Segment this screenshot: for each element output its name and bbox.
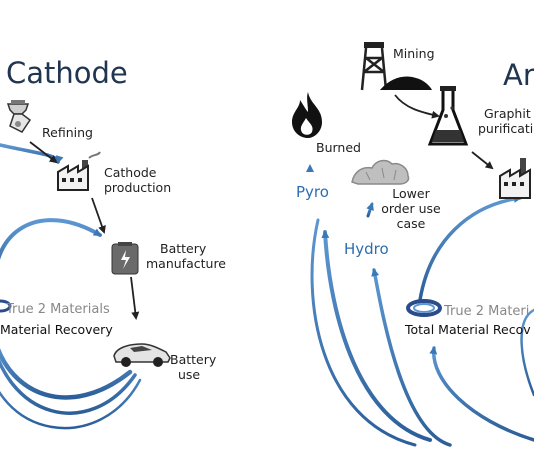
anode-title: Ar — [503, 58, 534, 92]
right-recycle-loops — [306, 164, 534, 447]
total-material-recovery-label: Total Material Recov — [405, 322, 531, 337]
car-icon — [113, 343, 171, 367]
recycle-ring-icon — [406, 299, 442, 317]
left-recycle-loops — [0, 143, 142, 430]
left-material-recovery-label: Material Recovery — [0, 322, 113, 337]
right-process-arrows — [394, 94, 494, 170]
fire-icon — [292, 92, 322, 138]
battery-icon — [111, 242, 139, 275]
rocks-icon — [351, 159, 410, 185]
burned-label: Burned — [316, 140, 361, 155]
flask-icon — [427, 86, 469, 146]
mining-label: Mining — [393, 46, 435, 61]
hydro-label: Hydro — [344, 240, 389, 258]
left-process-arrows — [29, 141, 140, 320]
left-recycle-ring-icon — [0, 299, 12, 313]
pyro-label: Pyro — [296, 183, 329, 201]
cathode-production-label: Cathode production — [104, 165, 172, 195]
lower-order-use-case-label: Lower order use case — [381, 186, 441, 231]
refining-label: Refining — [42, 125, 93, 140]
battery-manufacture-label: Battery manufacture — [146, 241, 226, 271]
mine-icon — [360, 42, 432, 91]
left-true2-name: True 2 Materials — [6, 302, 110, 317]
right-factory-icon — [499, 158, 531, 199]
factory-icon — [57, 151, 101, 191]
right-true2-name: True 2 Materi — [444, 304, 530, 319]
graphite-purification-label: Graphit purificati — [478, 106, 534, 136]
refining-icon — [6, 100, 32, 133]
cathode-title: Cathode — [6, 56, 128, 90]
battery-use-label: Battery use — [170, 352, 217, 382]
